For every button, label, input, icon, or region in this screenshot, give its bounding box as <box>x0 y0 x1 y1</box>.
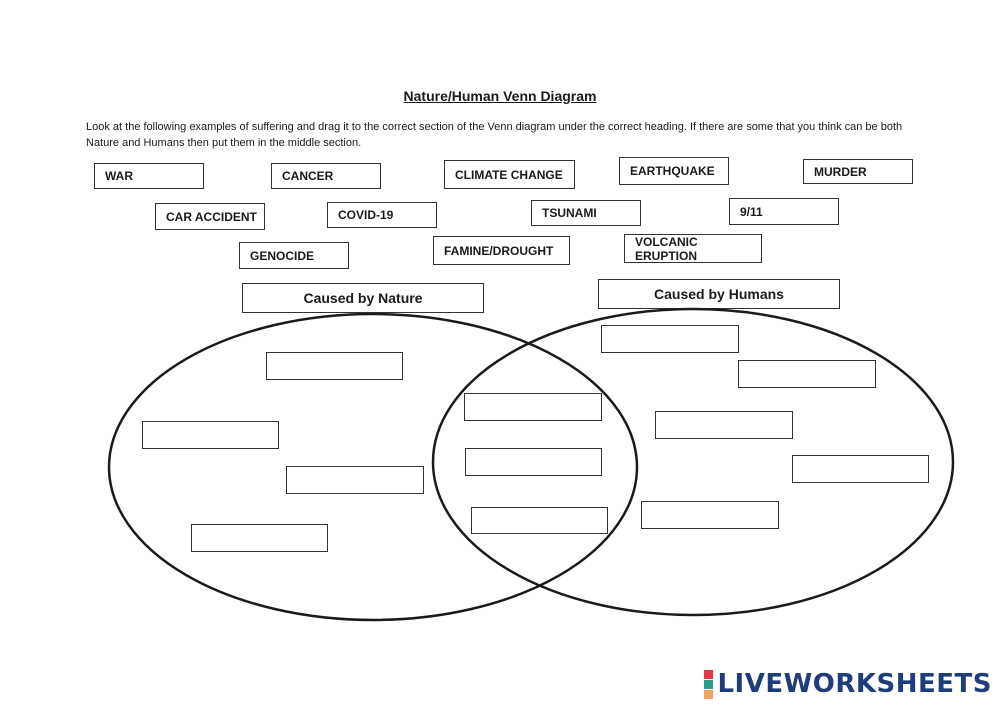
drop-zone-nature-4[interactable] <box>191 524 328 552</box>
word-card-earthquake[interactable]: EARTHQUAKE <box>619 157 729 185</box>
word-card-climate-change[interactable]: CLIMATE CHANGE <box>444 160 575 189</box>
drop-zone-nature-1[interactable] <box>266 352 403 380</box>
word-card-genocide[interactable]: GENOCIDE <box>239 242 349 269</box>
heading-caused-by-humans: Caused by Humans <box>598 279 840 309</box>
word-card-volcanic-eruption[interactable]: VOLCANIC ERUPTION <box>624 234 762 263</box>
drop-zone-humans-3[interactable] <box>655 411 793 439</box>
heading-caused-by-nature: Caused by Nature <box>242 283 484 313</box>
liveworksheets-logo-icon <box>704 669 714 699</box>
word-card-famine-drought[interactable]: FAMINE/DROUGHT <box>433 236 570 265</box>
word-card-cancer[interactable]: CANCER <box>271 163 381 189</box>
drop-zone-middle-1[interactable] <box>464 393 602 421</box>
word-card-murder[interactable]: MURDER <box>803 159 913 184</box>
humans-circle <box>431 307 955 617</box>
instructions-text: Look at the following examples of suffer… <box>86 121 903 149</box>
word-card-covid-19[interactable]: COVID-19 <box>327 202 437 228</box>
worksheet-title: Nature/Human Venn Diagram <box>403 88 597 104</box>
drop-zone-nature-3[interactable] <box>286 466 424 494</box>
drop-zone-humans-2[interactable] <box>738 360 876 388</box>
nature-circle <box>107 312 639 622</box>
drop-zone-humans-4[interactable] <box>792 455 929 483</box>
word-card-war[interactable]: WAR <box>94 163 204 189</box>
word-card-car-accident[interactable]: CAR ACCIDENT <box>155 203 265 230</box>
word-card-tsunami[interactable]: TSUNAMI <box>531 200 641 226</box>
drop-zone-humans-1[interactable] <box>601 325 739 353</box>
word-card-9-11[interactable]: 9/11 <box>729 198 839 225</box>
drop-zone-middle-2[interactable] <box>465 448 602 476</box>
drop-zone-humans-5[interactable] <box>641 501 779 529</box>
drop-zone-middle-3[interactable] <box>471 507 608 534</box>
liveworksheets-brand: LIVEWORKSHEETS <box>704 669 992 699</box>
drop-zone-nature-2[interactable] <box>142 421 279 449</box>
brand-name: LIVEWORKSHEETS <box>717 669 992 699</box>
